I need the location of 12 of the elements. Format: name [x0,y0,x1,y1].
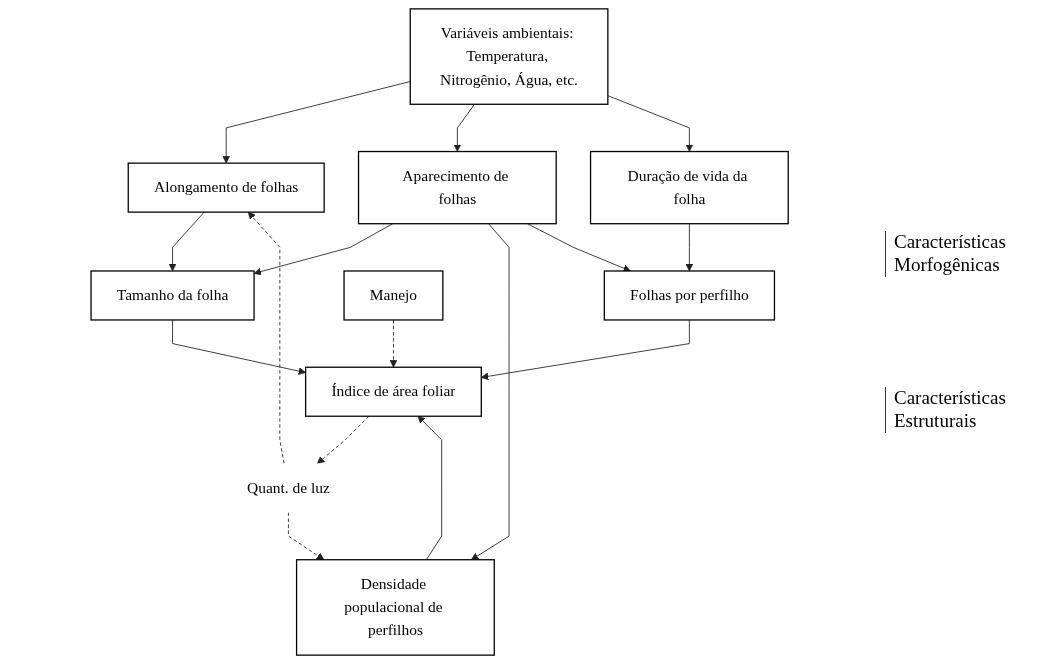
bracket-note: Características Morfogênicas [885,231,1049,277]
node-box: Alongamento de folhas [127,162,325,213]
node-box: Índice de área foliar [304,366,482,417]
node-box: Aparecimento de folhas [357,150,557,225]
node-box: Tamanho da folha [90,270,255,321]
node-box: Duração de vida da folha [589,150,789,225]
node-text: Quant. de luz [246,478,330,497]
node-box: Variáveis ambientais: Temperatura, Nitrogênio, Água, etc. [409,8,609,105]
node-box: Densidade populacional de perfilhos [295,559,495,656]
bracket-note: Características Estruturais [885,387,1049,433]
node-box: Manejo [343,270,444,321]
node-box: Folhas por perfilho [603,270,775,321]
